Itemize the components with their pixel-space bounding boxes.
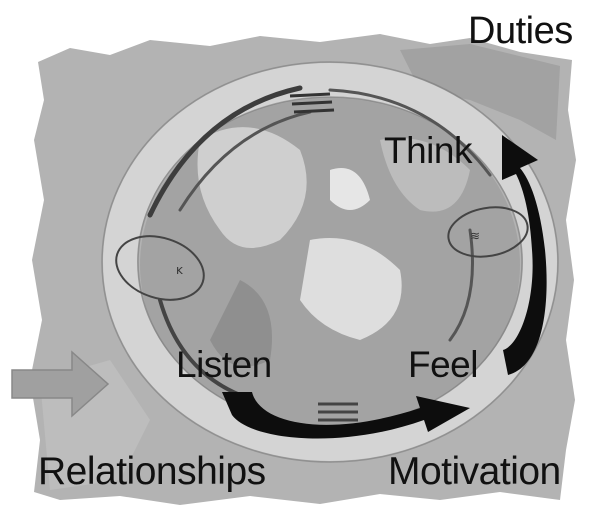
svg-text:≋: ≋ — [470, 229, 480, 243]
label-duties: Duties — [468, 12, 573, 50]
label-feel: Feel — [408, 346, 478, 383]
svg-text:ĸ: ĸ — [176, 263, 183, 277]
label-motivation: Motivation — [388, 452, 561, 491]
label-listen: Listen — [176, 346, 272, 383]
label-relationships: Relationships — [38, 452, 266, 491]
label-think: Think — [384, 132, 472, 169]
